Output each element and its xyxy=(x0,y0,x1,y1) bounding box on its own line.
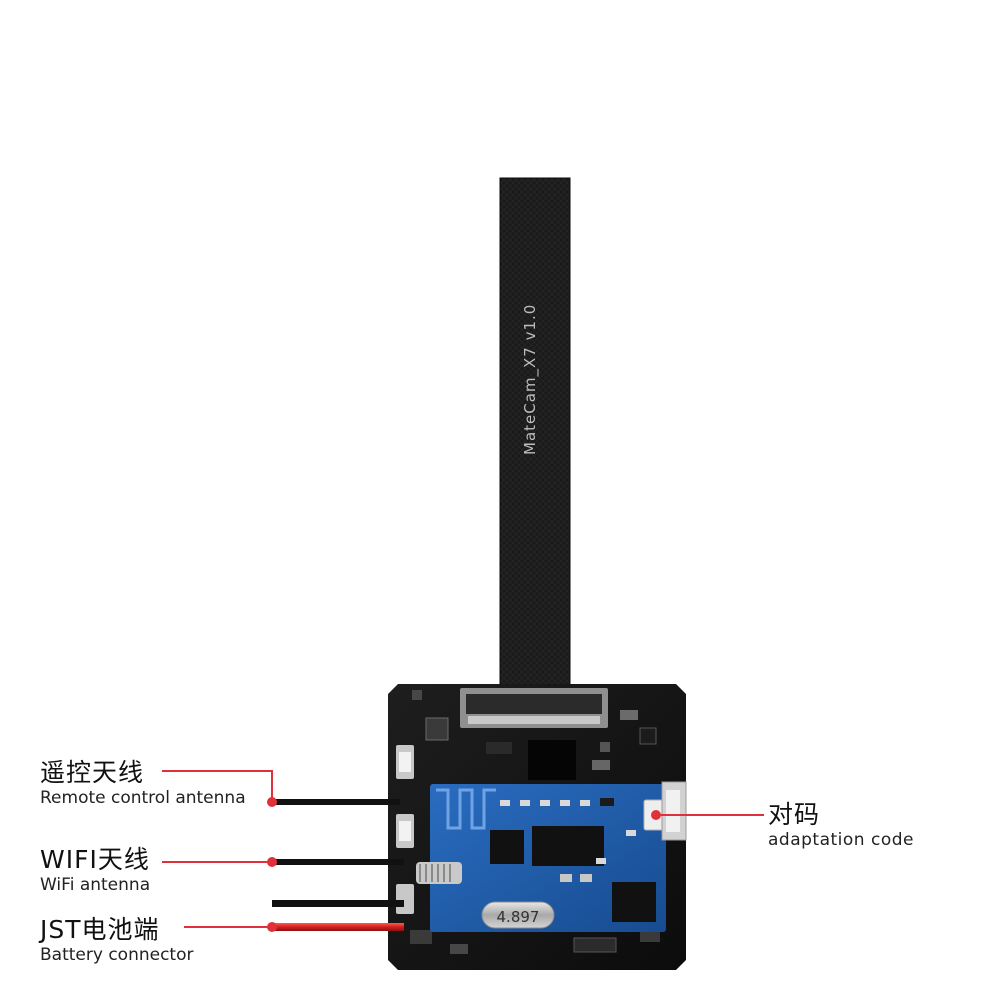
callout-title-zh: 对码 xyxy=(768,800,821,829)
callout-dot xyxy=(651,810,661,820)
callout-dot xyxy=(267,797,277,807)
callout-adaptation-code: 对码 adaptation code xyxy=(768,800,914,850)
crystal-print: 4.897 xyxy=(497,908,540,926)
remote-antenna-wire xyxy=(272,799,400,805)
callout-dot xyxy=(267,857,277,867)
callout-dot xyxy=(267,922,277,932)
callout-remote-antenna: 遥控天线 Remote control antenna xyxy=(40,758,246,808)
flex-cable-print: MateCam_X7 v1.0 xyxy=(521,304,540,455)
battery-wire-black xyxy=(272,900,404,907)
wires xyxy=(272,799,404,931)
battery-wire-red xyxy=(272,923,404,931)
callout-title-zh: JST电池端 xyxy=(40,915,160,944)
callout-title-en: Battery connector xyxy=(40,945,194,965)
callout-title-en: adaptation code xyxy=(768,830,914,850)
callout-title-zh: 遥控天线 xyxy=(40,758,145,787)
wifi-antenna-wire xyxy=(272,859,404,865)
flex-cable: MateCam_X7 v1.0 xyxy=(499,177,571,699)
callout-wifi-antenna: WIFI天线 WiFi antenna xyxy=(40,845,150,895)
rf-module: 4.897 xyxy=(416,784,669,932)
callout-title-zh: WIFI天线 xyxy=(40,845,150,874)
callout-battery-connector: JST电池端 Battery connector xyxy=(40,915,193,965)
crystal-oscillator xyxy=(481,901,555,929)
ic-chip xyxy=(532,826,604,866)
callout-lines xyxy=(162,770,764,932)
callout-title-en: WiFi antenna xyxy=(40,875,151,895)
ic-chip xyxy=(490,830,524,864)
callout-title-en: Remote control antenna xyxy=(40,788,246,808)
